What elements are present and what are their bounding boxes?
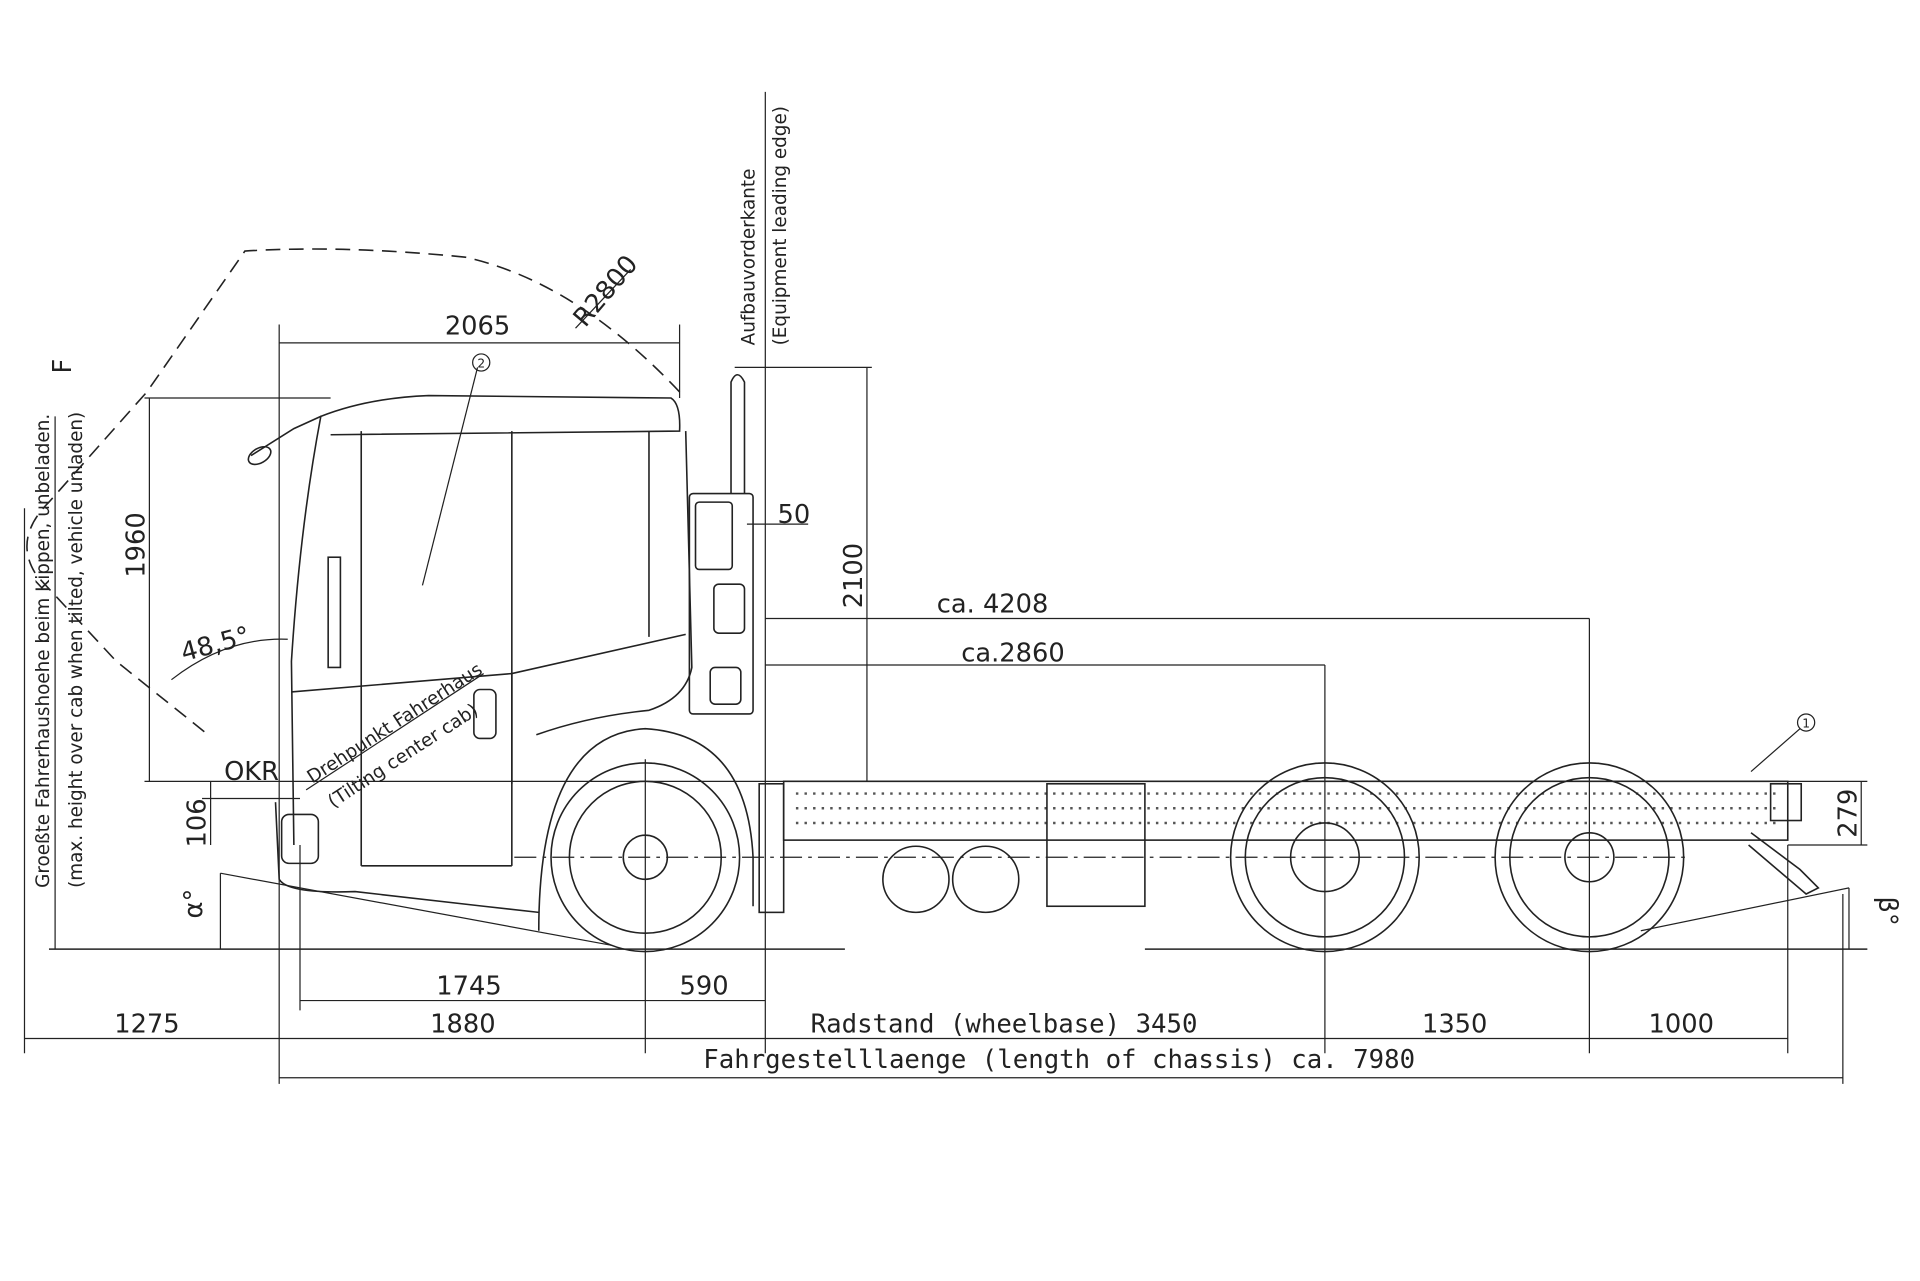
exhaust-stack xyxy=(688,373,754,715)
callout-1-circle xyxy=(1796,713,1816,732)
dim-axle-to-equipment: 590 xyxy=(680,971,729,1001)
equipment-edge-label-en: (Equipment leading edge) xyxy=(770,106,791,345)
dim-chassis-length: Fahrgestelllaenge (length of chassis) ca… xyxy=(703,1045,1415,1075)
cab xyxy=(247,394,693,914)
callout-1: 1 xyxy=(1802,716,1810,730)
callout-2: 2 xyxy=(477,356,485,370)
air-tank-icon xyxy=(951,845,1020,914)
dim-cab-length: 2065 xyxy=(445,311,510,341)
dim-front-to-axle: 1745 xyxy=(436,971,501,1001)
dim-tandem: 1350 xyxy=(1422,1009,1487,1039)
air-tank-icon xyxy=(882,845,950,914)
callout-2-circle xyxy=(472,353,491,372)
max-height-label-de: Groeßte Fahrerhaushoehe beim Kippen, unb… xyxy=(33,414,54,888)
max-height-label-en: (max. height over cab when tilted, vehic… xyxy=(66,412,87,888)
dimension-lines xyxy=(23,91,1868,1084)
cab-tilt-envelope xyxy=(26,248,681,736)
equipment-edge-label-de: Aufbauvorderkante xyxy=(738,169,759,346)
dim-rear-axle: ca. 4208 xyxy=(937,589,1049,619)
dim-wheelbase: Radstand (wheelbase) 3450 xyxy=(811,1009,1198,1039)
tilt-angle-label: 48,5° xyxy=(178,621,253,668)
approach-angle-label: α° xyxy=(179,889,209,919)
dim-rear-overhang: 1000 xyxy=(1649,1009,1714,1039)
dim-frame-offset: 106 xyxy=(183,798,213,847)
dim-exhaust-offset: 50 xyxy=(778,500,811,530)
mirror-icon xyxy=(247,445,272,466)
dim-mid-axle: ca.2860 xyxy=(961,638,1064,668)
approach-angle-line xyxy=(220,872,613,947)
dim-cab-height: 1960 xyxy=(121,512,151,577)
angle-arc xyxy=(171,638,288,681)
dim-front-chassis: 1880 xyxy=(430,1009,495,1039)
radius-label: R2800 xyxy=(568,250,645,333)
okr-label: OKR xyxy=(224,757,279,787)
dim-frame-height: 279 xyxy=(1833,789,1863,838)
chassis-frame xyxy=(758,780,1820,914)
dim-overhang-front: 1275 xyxy=(114,1009,179,1039)
max-height-symbol: F xyxy=(48,359,78,374)
departure-angle-line xyxy=(1640,887,1850,932)
dim-exhaust-height: 2100 xyxy=(839,543,869,608)
departure-angle-label: β° xyxy=(1873,896,1903,925)
